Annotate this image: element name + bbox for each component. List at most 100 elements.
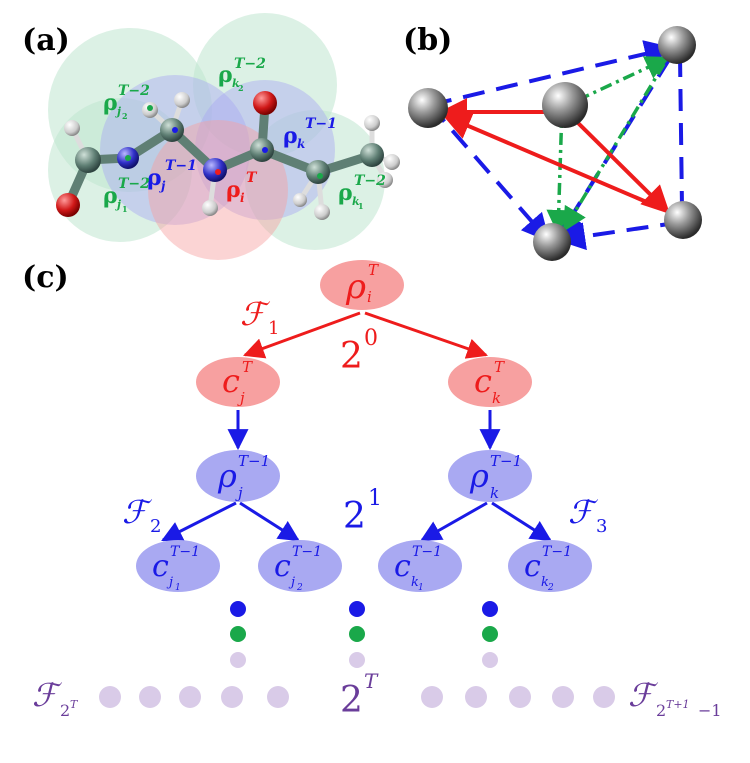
svg-text:T: T [494, 358, 505, 376]
svg-text:ρ: ρ [147, 165, 162, 191]
svg-text:c: c [152, 549, 169, 584]
label-F-right: ℱ 2 T+1 −1 [628, 676, 722, 720]
continuation-dots [230, 601, 498, 668]
svg-text:T−1: T−1 [305, 116, 337, 132]
label-rho-i: ρ i T [226, 170, 258, 205]
vertex-sphere-bottom [533, 223, 571, 261]
svg-text:ρ: ρ [226, 177, 241, 203]
svg-text:ρ: ρ [217, 457, 237, 495]
svg-text:ρ: ρ [103, 183, 118, 209]
node-rho-j [196, 450, 280, 502]
svg-text:j: j [159, 179, 166, 193]
panel-label-a: (a) [22, 23, 70, 58]
svg-text:T−2: T−2 [118, 176, 150, 192]
node-c-j1 [136, 540, 220, 592]
svg-text:j: j [288, 575, 295, 590]
svg-text:c: c [274, 549, 291, 584]
panel-a-molecule: ρ j 2 T−2 ρ k 2 T−2 ρ j T−1 ρ k T−1 ρ i … [48, 13, 400, 260]
label-F3: ℱ 3 [568, 493, 607, 537]
vertex-sphere-left [408, 88, 448, 128]
svg-text:T−2: T−2 [354, 173, 386, 189]
svg-text:T−1: T−1 [292, 544, 322, 560]
svg-text:ℱ: ℱ [628, 676, 659, 714]
svg-text:3: 3 [596, 516, 607, 537]
node-c-k1 [378, 540, 462, 592]
svg-text:k: k [541, 575, 549, 590]
node-c-k-label: c k T [474, 358, 505, 407]
svg-text:2: 2 [340, 336, 363, 377]
svg-text:k: k [297, 137, 305, 151]
svg-text:1: 1 [268, 318, 279, 339]
svg-text:2: 2 [296, 583, 303, 593]
node-c-j2 [258, 540, 342, 592]
svg-text:T−2: T−2 [118, 83, 150, 99]
svg-text:ℱ: ℱ [122, 493, 153, 531]
svg-text:2: 2 [656, 701, 666, 720]
svg-text:1: 1 [175, 583, 181, 593]
svg-text:ρ: ρ [283, 123, 298, 149]
svg-text:1: 1 [122, 204, 128, 214]
label-F2: ℱ 2 [122, 493, 161, 537]
node-rho-k-label: ρ k T−1 [469, 452, 522, 502]
svg-text:ℱ: ℱ [568, 493, 599, 531]
label-F1: ℱ 1 [240, 295, 279, 339]
vertex-sphere-bottom-right [664, 201, 702, 239]
svg-text:ℱ: ℱ [240, 295, 271, 333]
node-rho-j-label: ρ j T−1 [217, 452, 270, 502]
vertex-sphere-top-right [658, 26, 696, 64]
node-c-j1-label: c j 1 T−1 [152, 544, 200, 593]
node-c-j [196, 357, 280, 407]
svg-text:c: c [524, 549, 541, 584]
svg-text:ℱ: ℱ [32, 676, 63, 714]
svg-text:j: j [237, 389, 245, 407]
node-root-label: ρ i T [345, 261, 379, 307]
svg-text:2: 2 [238, 83, 244, 93]
svg-text:T: T [246, 170, 258, 186]
svg-text:−1: −1 [698, 701, 722, 720]
node-c-k [448, 357, 532, 407]
leaf-dots [99, 686, 615, 708]
label-powT: 2 T [340, 669, 379, 721]
panel-label-c: (c) [22, 260, 69, 295]
svg-text:ρ: ρ [338, 180, 353, 206]
svg-text:c: c [222, 362, 240, 400]
svg-text:T−1: T−1 [412, 544, 442, 560]
svg-text:T: T [364, 669, 379, 693]
panel-label-b: (b) [403, 23, 452, 58]
label-pow1: 2 1 [343, 486, 382, 537]
svg-text:T−1: T−1 [542, 544, 572, 560]
svg-text:2: 2 [60, 701, 70, 720]
svg-text:i: i [367, 288, 372, 306]
svg-text:T−1: T−1 [170, 544, 200, 560]
svg-text:j: j [166, 575, 173, 590]
svg-text:T+1: T+1 [666, 698, 690, 711]
svg-text:j: j [115, 105, 121, 118]
region-j1 [48, 98, 192, 242]
svg-text:k: k [492, 389, 501, 407]
svg-text:1: 1 [368, 486, 382, 511]
panel-b-tetrahedron [408, 26, 702, 261]
vertex-sphere-center [542, 82, 588, 128]
svg-text:T: T [368, 261, 379, 279]
svg-text:i: i [240, 191, 245, 205]
svg-text:2: 2 [150, 516, 161, 537]
label-F-left: ℱ 2 T [32, 676, 79, 720]
svg-text:T: T [242, 358, 253, 376]
svg-text:ρ: ρ [218, 62, 233, 88]
svg-text:2: 2 [343, 496, 366, 537]
svg-text:k: k [411, 575, 419, 590]
label-rho-k: ρ k T−1 [283, 116, 337, 151]
svg-text:k: k [490, 484, 499, 502]
node-c-k2 [508, 540, 592, 592]
svg-text:T−1: T−1 [490, 452, 522, 470]
svg-text:ρ: ρ [103, 90, 118, 116]
svg-text:2: 2 [122, 111, 128, 121]
node-rho-k [448, 450, 532, 502]
svg-text:k: k [232, 77, 240, 90]
label-rho-j1: ρ j 1 T−2 [103, 176, 150, 214]
svg-text:ρ: ρ [469, 457, 489, 495]
node-c-k2-label: c k 2 T−1 [524, 544, 572, 593]
node-c-j2-label: c j 2 T−1 [274, 544, 322, 593]
label-rho-j2: ρ j 2 T−2 [103, 83, 150, 121]
svg-text:1: 1 [358, 201, 364, 211]
